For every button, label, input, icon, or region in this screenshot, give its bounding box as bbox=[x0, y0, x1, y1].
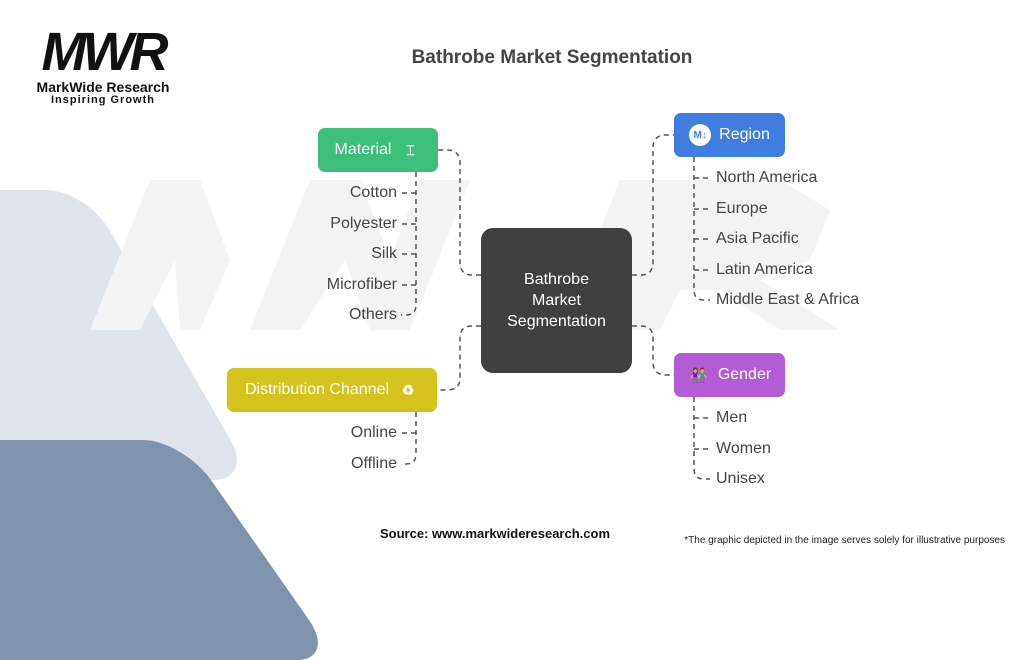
gender-label: Gender bbox=[717, 366, 772, 383]
source-text: Source: www.markwideresearch.com bbox=[380, 526, 611, 541]
footnote: *The graphic depicted in the image serve… bbox=[684, 535, 1005, 546]
gender-node: 👫 Gender bbox=[674, 353, 785, 397]
list-item: Online bbox=[350, 424, 397, 441]
people-icon: 👫 bbox=[690, 366, 708, 383]
logo-name: MarkWide Research bbox=[36, 79, 170, 95]
center-node: Bathrobe Market Segmentation bbox=[481, 228, 632, 373]
region-label: Region bbox=[719, 126, 770, 143]
page-title: Bathrobe Market Segmentation bbox=[411, 47, 693, 68]
logo: MWR MarkWide Research Inspiring Growth bbox=[28, 24, 178, 106]
list-item: Unisex bbox=[716, 470, 765, 487]
material-node: Material ⌶ bbox=[318, 128, 438, 172]
list-item: Europe bbox=[716, 200, 768, 217]
list-item: Microfiber bbox=[326, 276, 397, 293]
list-item: North America bbox=[716, 169, 818, 186]
list-item: Offline bbox=[351, 455, 397, 472]
distribution-node: Distribution Channel ♻ bbox=[227, 368, 437, 412]
connectors bbox=[401, 134, 710, 480]
center-label: Bathrobe Market Segmentation bbox=[507, 271, 606, 330]
markdown-icon: M↓ bbox=[689, 124, 712, 146]
material-label: Material bbox=[334, 141, 392, 158]
logo-tagline: Inspiring Growth bbox=[51, 94, 155, 106]
list-item: Silk bbox=[371, 245, 397, 262]
region-node: M↓ Region bbox=[674, 113, 785, 157]
list-item: Polyester bbox=[330, 215, 397, 232]
pillar-icon: ⌶ bbox=[406, 141, 415, 158]
list-item: Men bbox=[716, 409, 748, 426]
distribution-label: Distribution Channel bbox=[244, 381, 390, 398]
recycle-icon: ♻ bbox=[401, 381, 415, 398]
list-item: Cotton bbox=[349, 184, 397, 201]
list-item: Others bbox=[348, 306, 397, 323]
list-item: Women bbox=[716, 440, 771, 457]
list-item: Latin America bbox=[716, 261, 813, 278]
list-item: Asia Pacific bbox=[716, 230, 799, 247]
list-item: Middle East & Africa bbox=[716, 291, 860, 308]
logo-mark: MWR bbox=[41, 22, 169, 82]
